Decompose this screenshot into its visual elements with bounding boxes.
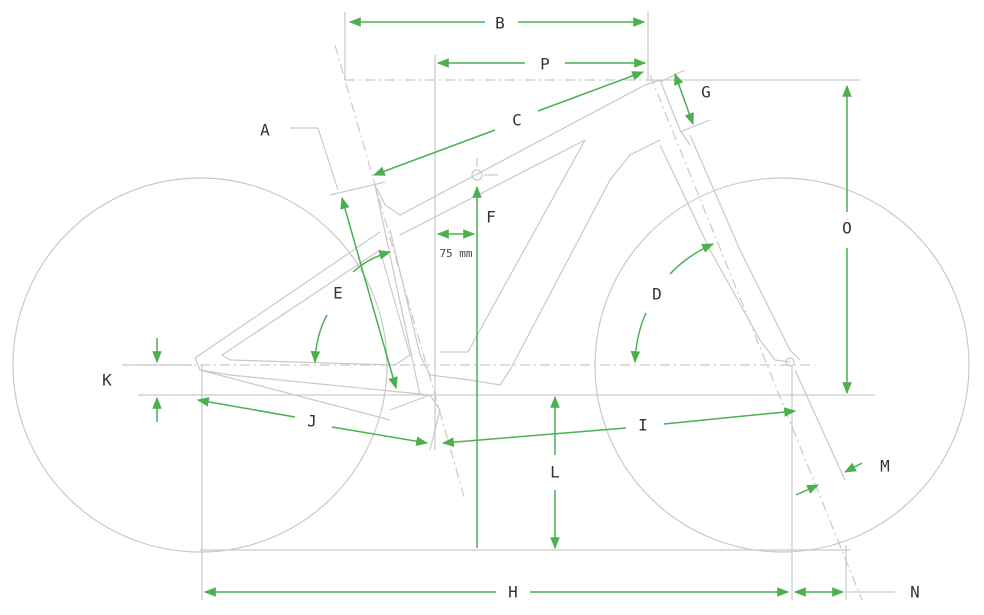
label-a: A bbox=[260, 121, 270, 140]
label-c: C bbox=[512, 111, 522, 130]
label-h: H bbox=[508, 583, 518, 602]
label-p: P bbox=[540, 55, 550, 74]
dimension-arrows bbox=[152, 17, 863, 597]
label-j: J bbox=[307, 412, 317, 431]
label-m: M bbox=[880, 457, 890, 476]
label-o: O bbox=[842, 219, 852, 238]
label-g: G bbox=[701, 83, 711, 102]
label-i: I bbox=[638, 416, 648, 435]
offset-label: 75 mm bbox=[439, 247, 472, 260]
label-k: K bbox=[102, 371, 112, 390]
frame-outline bbox=[194, 79, 846, 481]
dimension-labels: A B C D E F G H I J K L M N O P 75 mm bbox=[102, 14, 920, 602]
label-f: F bbox=[486, 208, 496, 227]
label-e: E bbox=[333, 284, 343, 303]
label-l: L bbox=[550, 463, 560, 482]
label-d: D bbox=[652, 285, 662, 304]
reference-lines bbox=[122, 12, 895, 601]
label-n: N bbox=[910, 583, 920, 602]
label-b: B bbox=[495, 14, 505, 33]
